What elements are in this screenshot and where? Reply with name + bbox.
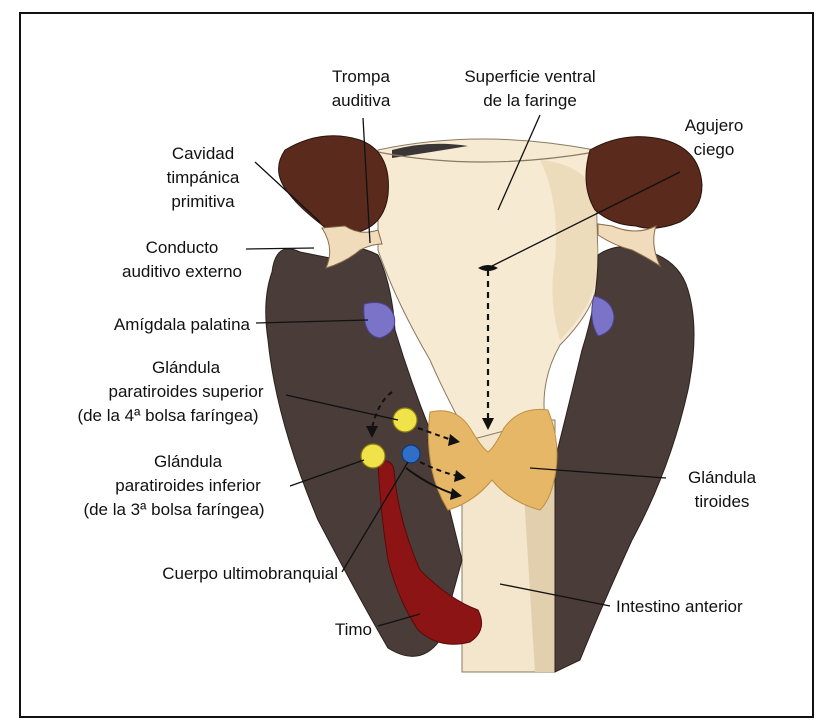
label-cavidad-1: Cavidad — [172, 144, 234, 163]
label-cavidad-2: timpánica — [167, 168, 240, 187]
label-cavidad-3: primitiva — [171, 192, 235, 211]
label-inf-1: Glándula — [154, 452, 223, 471]
label-intestino: Intestino anterior — [616, 597, 743, 616]
label-superficie-2: de la faringe — [483, 91, 577, 110]
label-trompa-1: Trompa — [332, 67, 390, 86]
label-conducto-2: auditivo externo — [122, 262, 242, 281]
label-inf-3: (de la 3ª bolsa faríngea) — [83, 500, 264, 519]
label-sup-3: (de la 4ª bolsa faríngea) — [77, 406, 258, 425]
label-timo: Timo — [335, 620, 372, 639]
label-ultimo: Cuerpo ultimobranquial — [162, 564, 338, 583]
label-agujero-2: ciego — [694, 140, 735, 159]
left-tympanic-bulb — [279, 136, 389, 235]
right-tympanic-bulb — [586, 137, 702, 229]
leader-conducto — [246, 248, 314, 249]
inferior-parathyroid — [361, 444, 385, 468]
label-tiroides-2: tiroides — [695, 492, 750, 511]
label-sup-1: Glándula — [152, 358, 221, 377]
ultimobranchial-body — [402, 445, 420, 463]
label-agujero-1: Agujero — [685, 116, 744, 135]
label-amigdala: Amígdala palatina — [114, 315, 251, 334]
label-sup-2: paratiroides superior — [109, 382, 264, 401]
label-trompa-2: auditiva — [332, 91, 391, 110]
label-conducto-1: Conducto — [146, 238, 219, 257]
label-tiroides-1: Glándula — [688, 468, 757, 487]
label-inf-2: paratiroides inferior — [115, 476, 261, 495]
label-superficie-1: Superficie ventral — [464, 67, 595, 86]
